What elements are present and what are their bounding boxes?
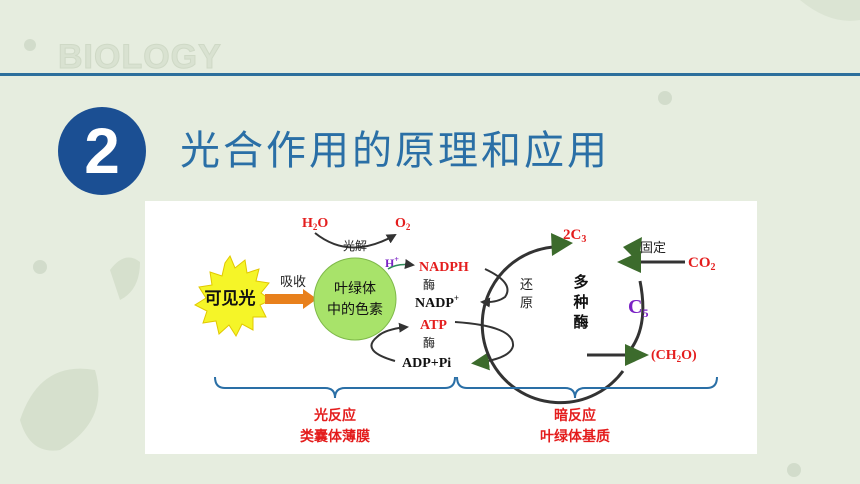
dark-reaction-site: 叶绿体基质 [540,428,610,445]
deco-dot [24,39,36,51]
oxygen-label: O2 [395,216,411,232]
deco-dot [658,91,672,105]
absorb-label: 吸收 [280,275,306,290]
watermark-text: BIOLOGY [58,38,222,77]
proton-arrow [387,259,415,270]
c5-upward-arc [623,280,645,358]
adp-pi-label: ADP+Pi [402,356,451,371]
multi-enzyme-label-3: 酶 [573,313,588,331]
leaf-icon [110,257,140,300]
water-label: H2O [302,216,328,232]
light-reaction-label: 光反应 [313,407,356,424]
photosynthesis-diagram: 可见光 吸收 叶绿体 中的色素 H2O O2 光解 H+ NADPH 酶 NAD… [145,201,757,454]
section-number-badge: 2 [58,107,146,195]
pigment-label-line2: 中的色素 [327,301,383,318]
absorb-arrow-head [303,289,317,309]
reduction-label-2: 原 [520,296,533,311]
calvin-cycle-arc [480,245,625,405]
visible-light-label: 可见光 [205,288,256,309]
adp-to-atp-arrow [370,322,409,362]
light-reaction-site: 类囊体薄膜 [300,428,370,445]
page-title: 光合作用的原理和应用 [180,128,610,174]
c5-label: C5 [628,296,648,320]
two-c3-label: 2C3 [563,227,586,245]
fixation-label: 固定 [640,241,666,256]
calvin-cycle-arrow-top [551,233,573,256]
dark-reaction-label: 暗反应 [554,407,596,424]
absorb-arrow-shaft [265,294,303,304]
pigment-circle [313,257,397,341]
enzyme2-label: 酶 [423,335,435,350]
leaf-icon [800,0,860,21]
sun-icon [193,254,273,338]
nadp-label: NADP+ [415,293,459,311]
multi-enzyme-label-2: 种 [572,293,588,311]
nadph-label: NADPH [419,260,469,275]
proton-label: H+ [385,255,399,270]
multi-enzyme-label-1: 多 [573,273,588,291]
reduction-label-1: 还 [520,278,533,293]
header-divider [0,73,860,76]
photolysis-label: 光解 [343,239,367,253]
atp-label: ATP [420,318,447,333]
ch2o-label: (CH2O) [651,348,697,364]
deco-dot [33,260,47,274]
diagram-canvas: 可见光 吸收 叶绿体 中的色素 H2O O2 光解 H+ NADPH 酶 NAD… [193,216,718,445]
leaf-icon [20,368,99,451]
co2-label: CO2 [688,255,716,273]
light-reaction-brace [214,376,456,399]
enzyme1-label: 酶 [423,277,435,292]
deco-dot [787,463,801,477]
photolysis-arrow [314,232,397,249]
pigment-label-line1: 叶绿体 [334,281,376,297]
dark-reaction-brace [456,376,718,399]
